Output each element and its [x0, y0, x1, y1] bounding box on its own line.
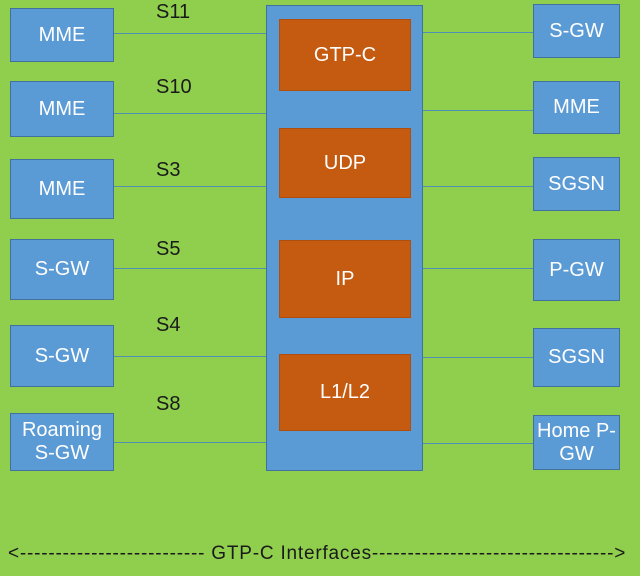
connector-s5-line	[114, 268, 266, 269]
node-left-roaming-sgw: Roaming S-GW	[10, 413, 114, 471]
node-label: P-GW	[549, 258, 604, 281]
node-label: MME	[38, 177, 86, 200]
layer-label: IP	[335, 267, 355, 290]
node-label: Home P-GW	[537, 419, 616, 465]
interface-label-s11: S11	[156, 1, 191, 23]
node-label: Roaming S-GW	[21, 419, 103, 464]
interface-label-s5: S5	[156, 238, 181, 260]
interface-label-s8: S8	[156, 393, 181, 415]
node-left-mme-1: MME	[10, 8, 114, 62]
stack-layer-gtp-c: GTP-C	[279, 19, 411, 91]
node-left-mme-3: MME	[10, 159, 114, 219]
node-left-mme-2: MME	[10, 81, 114, 137]
connector-s4-line	[114, 356, 266, 357]
connector-right-sgsn1-line	[423, 186, 533, 187]
node-label: SGSN	[548, 172, 605, 195]
interface-label-s10: S10	[156, 76, 192, 98]
node-label: MME	[553, 96, 600, 118]
stack-layer-udp: UDP	[279, 128, 411, 198]
connector-right-pgw-line	[423, 268, 533, 269]
node-label: S-GW	[34, 258, 90, 280]
interface-label-s3: S3	[156, 159, 181, 181]
node-left-sgw-2: S-GW	[10, 325, 114, 387]
node-label: S-GW	[549, 19, 604, 42]
node-right-sgsn-2: SGSN	[533, 328, 620, 387]
node-label: MME	[38, 23, 86, 46]
protocol-stack-container: GTP-C UDP IP L1/L2	[266, 5, 423, 471]
node-label: SGSN	[548, 346, 605, 368]
stack-layer-ip: IP	[279, 240, 411, 318]
connector-s8-line	[114, 442, 266, 443]
node-right-home-pgw: Home P-GW	[533, 415, 620, 470]
connector-right-mme-line	[423, 110, 533, 111]
connector-right-sgsn2-line	[423, 357, 533, 358]
stack-layer-l1l2: L1/L2	[279, 354, 411, 431]
node-label: S-GW	[34, 344, 90, 367]
connector-s10-line	[114, 113, 266, 114]
layer-label: L1/L2	[319, 381, 371, 403]
connector-right-home-pgw-line	[423, 443, 533, 444]
layer-label: GTP-C	[313, 43, 377, 66]
connector-s11-line	[114, 33, 266, 34]
node-right-sgsn-1: SGSN	[533, 157, 620, 211]
interface-label-s4: S4	[156, 314, 181, 336]
node-right-mme: MME	[533, 81, 620, 134]
node-label: MME	[38, 97, 86, 120]
node-left-sgw-1: S-GW	[10, 239, 114, 300]
connector-right-sgw-line	[423, 32, 533, 33]
node-right-sgw: S-GW	[533, 4, 620, 58]
layer-label: UDP	[323, 151, 367, 174]
node-right-pgw: P-GW	[533, 239, 620, 301]
connector-s3-line	[114, 186, 266, 187]
gtp-c-interfaces-caption: <-------------------------- GTP-C Interf…	[8, 543, 627, 564]
